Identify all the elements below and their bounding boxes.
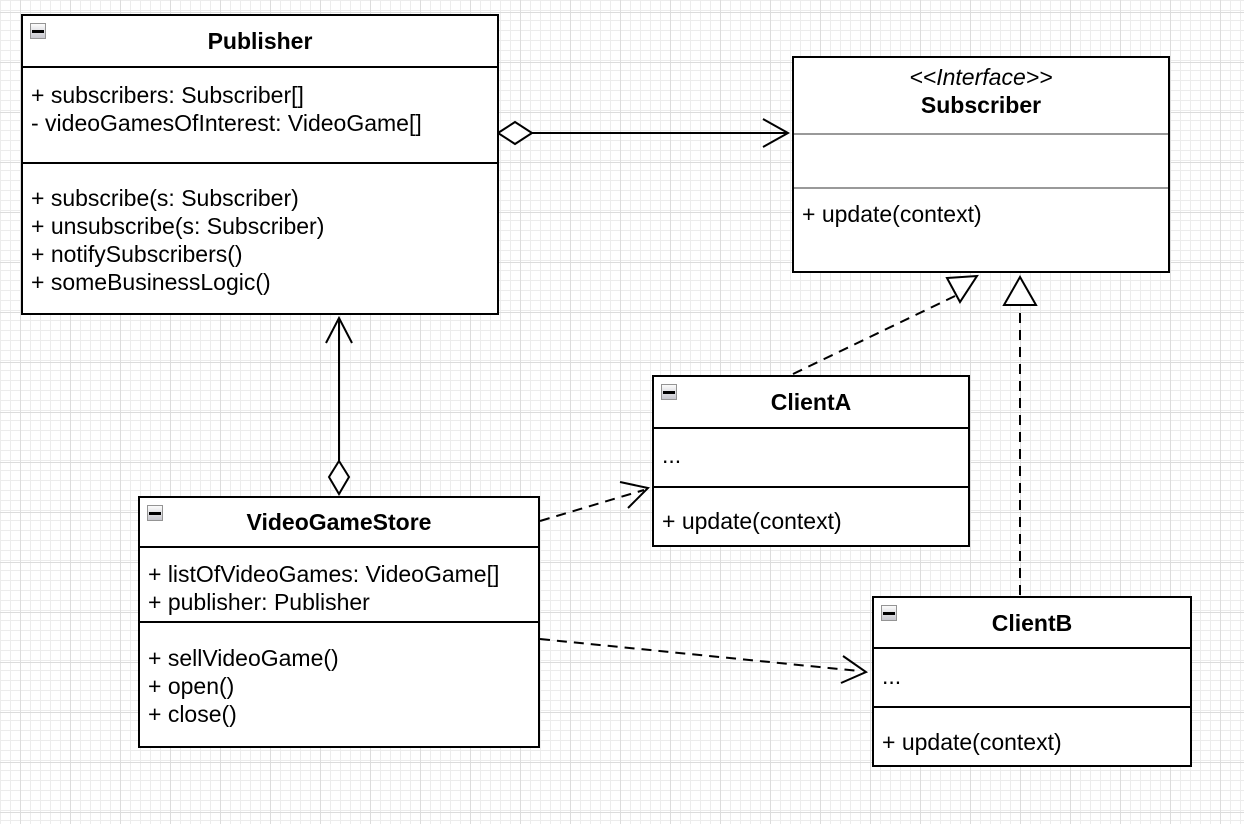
hollow-diamond-marker	[496, 120, 534, 146]
attributes-section: + listOfVideoGames: VideoGame[] + publis…	[140, 546, 538, 621]
interface-title: Subscriber	[920, 92, 1042, 118]
collapse-icon[interactable]	[30, 23, 46, 39]
method-line: + update(context)	[882, 729, 1062, 755]
hollow-diamond-marker	[327, 459, 351, 496]
attribute-line: + subscribers: Subscriber[]	[31, 82, 304, 108]
methods-section: + update(context)	[794, 187, 1168, 271]
method-line: + sellVideoGame()	[148, 645, 339, 671]
collapse-icon[interactable]	[661, 384, 677, 400]
method-line: + update(context)	[662, 508, 842, 534]
class-title: ClientB	[991, 609, 1073, 636]
class-title: ClientA	[770, 389, 852, 415]
interface-title-row: <<Interface>> Subscriber	[794, 58, 1168, 133]
methods-section: + subscribe(s: Subscriber) + unsubscribe…	[23, 162, 497, 313]
class-title-row: VideoGameStore	[140, 498, 538, 546]
hollow-triangle-marker	[945, 274, 979, 304]
connector-realization-clientb-to-subscriber[interactable]	[1002, 274, 1038, 595]
collapse-icon[interactable]	[147, 505, 163, 521]
method-line: + subscribe(s: Subscriber)	[31, 185, 299, 211]
method-line: + someBusinessLogic()	[31, 269, 271, 295]
minus-icon	[32, 29, 44, 33]
connector-dependency-videogamestore-to-clientb[interactable]	[539, 638, 869, 684]
connector-realization-clienta-to-subscriber[interactable]	[792, 274, 979, 375]
class-title-row: ClientB	[874, 598, 1190, 647]
method-line: + update(context)	[802, 201, 982, 227]
class-title-row: Publisher	[23, 16, 497, 66]
attribute-line: ...	[882, 663, 902, 689]
interface-subscriber[interactable]: <<Interface>> Subscriber + update(contex…	[792, 56, 1170, 273]
method-line: + close()	[148, 701, 237, 727]
method-line: + notifySubscribers()	[31, 241, 243, 267]
open-arrowhead	[840, 655, 869, 684]
open-arrowhead	[762, 118, 791, 148]
method-line: + open()	[148, 673, 235, 699]
collapse-icon[interactable]	[881, 605, 897, 621]
class-title-row: ClientA	[654, 377, 968, 427]
connector-aggregation-videogamestore-to-publisher[interactable]	[325, 315, 353, 496]
open-arrowhead	[325, 315, 353, 344]
stereotype-label: <<Interface>>	[909, 64, 1053, 90]
open-arrowhead	[619, 481, 651, 509]
method-line: + unsubscribe(s: Subscriber)	[31, 213, 325, 239]
attributes-section: ...	[654, 427, 968, 486]
class-title: VideoGameStore	[246, 509, 432, 535]
minus-icon	[149, 511, 161, 515]
attributes-section: + subscribers: Subscriber[] - videoGames…	[23, 66, 497, 162]
hollow-triangle-marker	[1002, 274, 1038, 306]
connector-line	[539, 638, 860, 672]
class-clientb[interactable]: ClientB ... + update(context)	[872, 596, 1192, 767]
class-publisher[interactable]: Publisher + subscribers: Subscriber[] - …	[21, 14, 499, 315]
connector-dependency-videogamestore-to-clienta[interactable]	[539, 481, 651, 522]
attribute-line: ...	[662, 442, 682, 468]
methods-section: + sellVideoGame() + open() + close()	[140, 621, 538, 746]
methods-section: + update(context)	[654, 486, 968, 545]
attributes-section-empty	[794, 133, 1168, 187]
connector-line	[539, 489, 645, 522]
class-clienta[interactable]: ClientA ... + update(context)	[652, 375, 970, 547]
methods-section: + update(context)	[874, 706, 1190, 765]
class-videogamestore[interactable]: VideoGameStore + listOfVideoGames: Video…	[138, 496, 540, 748]
minus-icon	[663, 390, 675, 394]
class-title: Publisher	[207, 28, 313, 54]
connector-aggregation-publisher-to-subscriber[interactable]	[496, 118, 791, 148]
minus-icon	[883, 611, 895, 615]
attribute-line: - videoGamesOfInterest: VideoGame[]	[31, 110, 422, 136]
connector-line	[792, 295, 956, 375]
attribute-line: + publisher: Publisher	[148, 589, 370, 615]
attributes-section: ...	[874, 647, 1190, 706]
attribute-line: + listOfVideoGames: VideoGame[]	[148, 561, 500, 587]
